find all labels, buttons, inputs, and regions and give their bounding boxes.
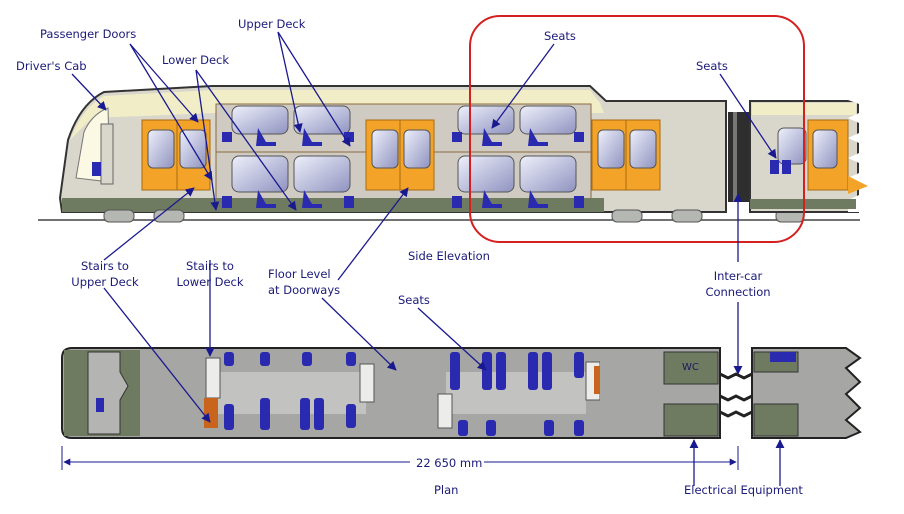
label-electrical-equipment: Electrical Equipment — [684, 483, 803, 497]
electrical-cabinet-1 — [663, 403, 719, 437]
label-wc: WC — [682, 362, 699, 373]
wc-room — [663, 351, 719, 385]
label-plan: Plan — [434, 483, 459, 497]
label-lower-deck: Lower Deck — [162, 53, 230, 67]
upper-deck-seats — [222, 128, 584, 146]
lower-deck-seats — [222, 190, 584, 208]
label-seats-top-right: Seats — [696, 59, 728, 73]
side-elevation-drawing — [38, 85, 880, 223]
label-drivers-cab: Driver's Cab — [16, 59, 87, 73]
label-side-elevation: Side Elevation — [408, 249, 490, 263]
label-upper-deck: Upper Deck — [238, 17, 306, 31]
leader-arrows — [71, 31, 785, 486]
label-dimension: 22 650 mm — [416, 456, 483, 470]
highlight-box — [469, 15, 805, 243]
dimension-line — [61, 446, 739, 470]
plan-seats — [224, 352, 584, 436]
plan-drawing — [61, 347, 862, 439]
cab-seat-icon — [92, 162, 101, 176]
label-passenger-doors: Passenger Doors — [40, 27, 137, 41]
label-seats-top-center: Seats — [544, 29, 576, 43]
label-seats-plan: Seats — [398, 293, 430, 307]
electrical-cabinet-2 — [753, 403, 799, 437]
intercar-gangway — [728, 112, 750, 202]
